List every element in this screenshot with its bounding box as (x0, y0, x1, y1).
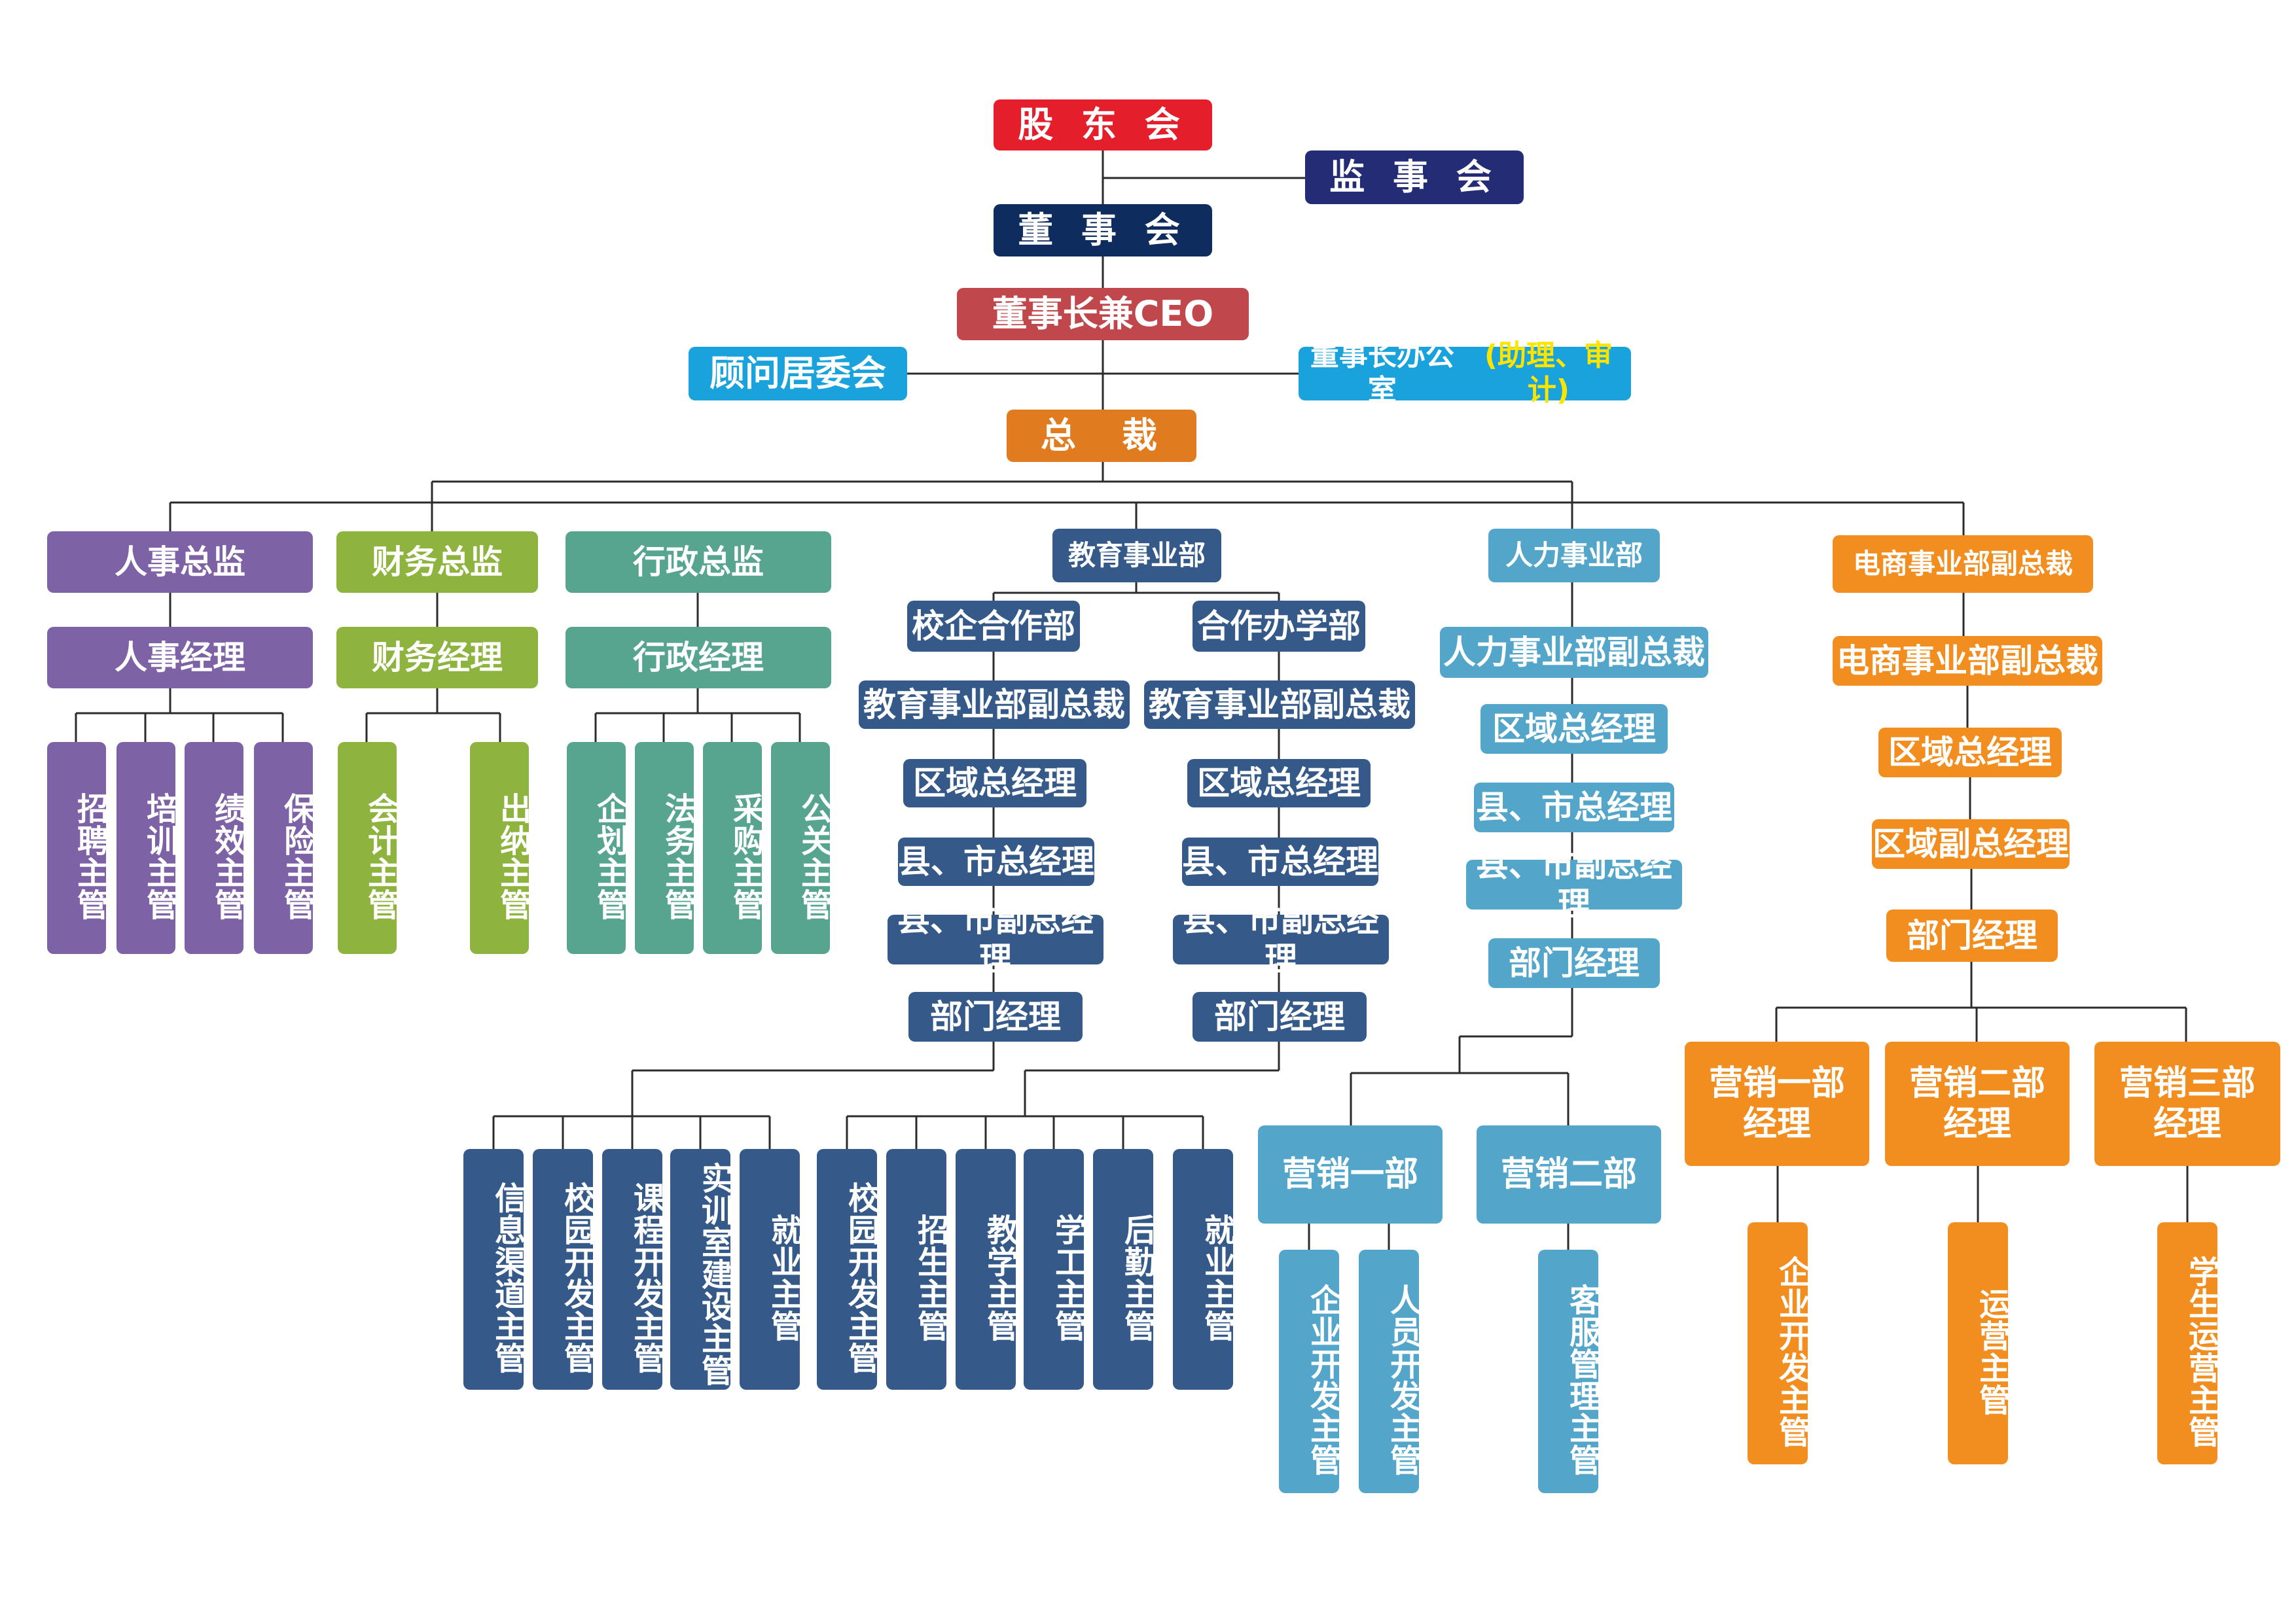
cashier-box: 出纳主管 (470, 742, 531, 954)
student-ops-box: 学生运营主管 (2157, 1222, 2219, 1464)
ecommerce-vp-top-box: 电商事业部副总裁 (1833, 535, 2093, 593)
enterprise-dev-right-box: 企业开发主管 (1748, 1222, 1810, 1464)
edu-vp-right-box: 教育事业部副总裁 (1144, 680, 1415, 729)
info-channel-box: 信息渠道主管 (463, 1149, 526, 1390)
course-dev-box: 课程开发主管 (602, 1149, 664, 1390)
student-affairs-box: 学工主管 (1024, 1149, 1086, 1390)
marketing-three-title: 经理 (2153, 1104, 2221, 1144)
marketing-one-label: 营销一部 (1708, 1063, 1845, 1103)
shareholders-box: 股 东 会 (994, 99, 1212, 150)
pr-box: 公关主管 (771, 742, 832, 954)
chairman-ceo-box: 董事长兼CEO (957, 288, 1249, 340)
edu-county-left-box: 县、市总经理 (898, 838, 1094, 886)
hr-business-dept-box: 人力事业部 (1488, 529, 1660, 582)
marketing-two-label: 营销二部 (1909, 1063, 2045, 1103)
marketing-two-title: 经理 (1943, 1104, 2011, 1144)
legal-box: 法务主管 (635, 742, 696, 954)
ec-region-box: 区域总经理 (1878, 728, 2062, 777)
school-coop-box: 校企合作部 (907, 601, 1080, 652)
hr-dept-manager-box: 部门经理 (1488, 938, 1660, 988)
edu-region-right-box: 区域总经理 (1187, 759, 1371, 807)
recruit-box: 招聘主管 (47, 742, 108, 954)
employment-left-box: 就业主管 (740, 1149, 802, 1390)
employment-right-box: 就业主管 (1173, 1149, 1235, 1390)
edu-county-deputy-left-box: 县、市副总经理 (888, 901, 1103, 978)
accounting-box: 会计主管 (338, 742, 399, 954)
insurance-box: 保险主管 (254, 742, 315, 954)
chairman-office-label: 董事长办公室 (1310, 339, 1454, 407)
training-box: 培训主管 (117, 742, 177, 954)
finance-manager-box: 财务经理 (336, 627, 538, 688)
logistics-box: 后勤主管 (1093, 1149, 1155, 1390)
marketing-one-manager-box: 营销一部经理 (1685, 1042, 1869, 1166)
finance-director-box: 财务总监 (336, 531, 538, 593)
education-dept-box: 教育事业部 (1052, 529, 1221, 582)
edu-county-right-box: 县、市总经理 (1182, 838, 1378, 886)
marketing-three-manager-box: 营销三部经理 (2094, 1042, 2280, 1166)
ec-dept-manager-box: 部门经理 (1886, 909, 2058, 962)
ec-region-deputy-box: 区域副总经理 (1872, 819, 2070, 869)
chairman-office-note: (助理、审计) (1484, 339, 1613, 407)
hr-county-box: 县、市总经理 (1474, 783, 1674, 832)
ecommerce-vp-box: 电商事业部副总裁 (1833, 636, 2102, 686)
performance-box: 绩效主管 (185, 742, 245, 954)
supervisors-box: 监 事 会 (1305, 150, 1524, 204)
hr-region-box: 区域总经理 (1480, 704, 1668, 754)
planning-box: 企划主管 (567, 742, 628, 954)
lab-building-box: 实训室建设主管 (670, 1149, 732, 1390)
edu-dept-manager-left-box: 部门经理 (908, 992, 1083, 1042)
admin-manager-box: 行政经理 (565, 627, 831, 688)
hr-director-box: 人事总监 (47, 531, 313, 593)
joint-school-box: 合作办学部 (1193, 601, 1365, 652)
hr-manager-box: 人事经理 (47, 627, 313, 688)
admin-director-box: 行政总监 (565, 531, 831, 593)
purchasing-box: 采购主管 (703, 742, 764, 954)
edu-dept-manager-right-box: 部门经理 (1193, 992, 1367, 1042)
operations-box: 运营主管 (1948, 1222, 2010, 1464)
hr-county-deputy-box: 县、市副总经理 (1466, 846, 1682, 923)
hr-business-vp-box: 人力事业部副总裁 (1440, 627, 1708, 678)
staff-dev-box: 人员开发主管 (1359, 1250, 1421, 1493)
marketing-three-label: 营销三部 (2119, 1063, 2255, 1103)
advisory-committee-box: 顾问居委会 (689, 347, 907, 400)
edu-region-left-box: 区域总经理 (903, 759, 1086, 807)
customer-service-box: 客服管理主管 (1538, 1250, 1600, 1493)
marketing-two-manager-box: 营销二部经理 (1885, 1042, 2070, 1166)
president-box: 总 裁 (1007, 410, 1196, 462)
campus-dev-right-box: 校园开发主管 (817, 1149, 879, 1390)
chairman-office-box: 董事长办公室 (助理、审计) (1299, 339, 1631, 407)
campus-dev-left-box: 校园开发主管 (533, 1149, 595, 1390)
marketing-one-title: 经理 (1742, 1104, 1811, 1144)
board-box: 董 事 会 (994, 204, 1212, 256)
sales-one-box: 营销一部 (1258, 1125, 1443, 1224)
edu-vp-left-box: 教育事业部副总裁 (859, 680, 1130, 729)
teaching-box: 教学主管 (956, 1149, 1018, 1390)
enrollment-box: 招生主管 (886, 1149, 948, 1390)
edu-county-deputy-right-box: 县、市副总经理 (1173, 901, 1389, 978)
sales-two-box: 营销二部 (1477, 1125, 1661, 1224)
enterprise-dev-left-box: 企业开发主管 (1279, 1250, 1341, 1493)
